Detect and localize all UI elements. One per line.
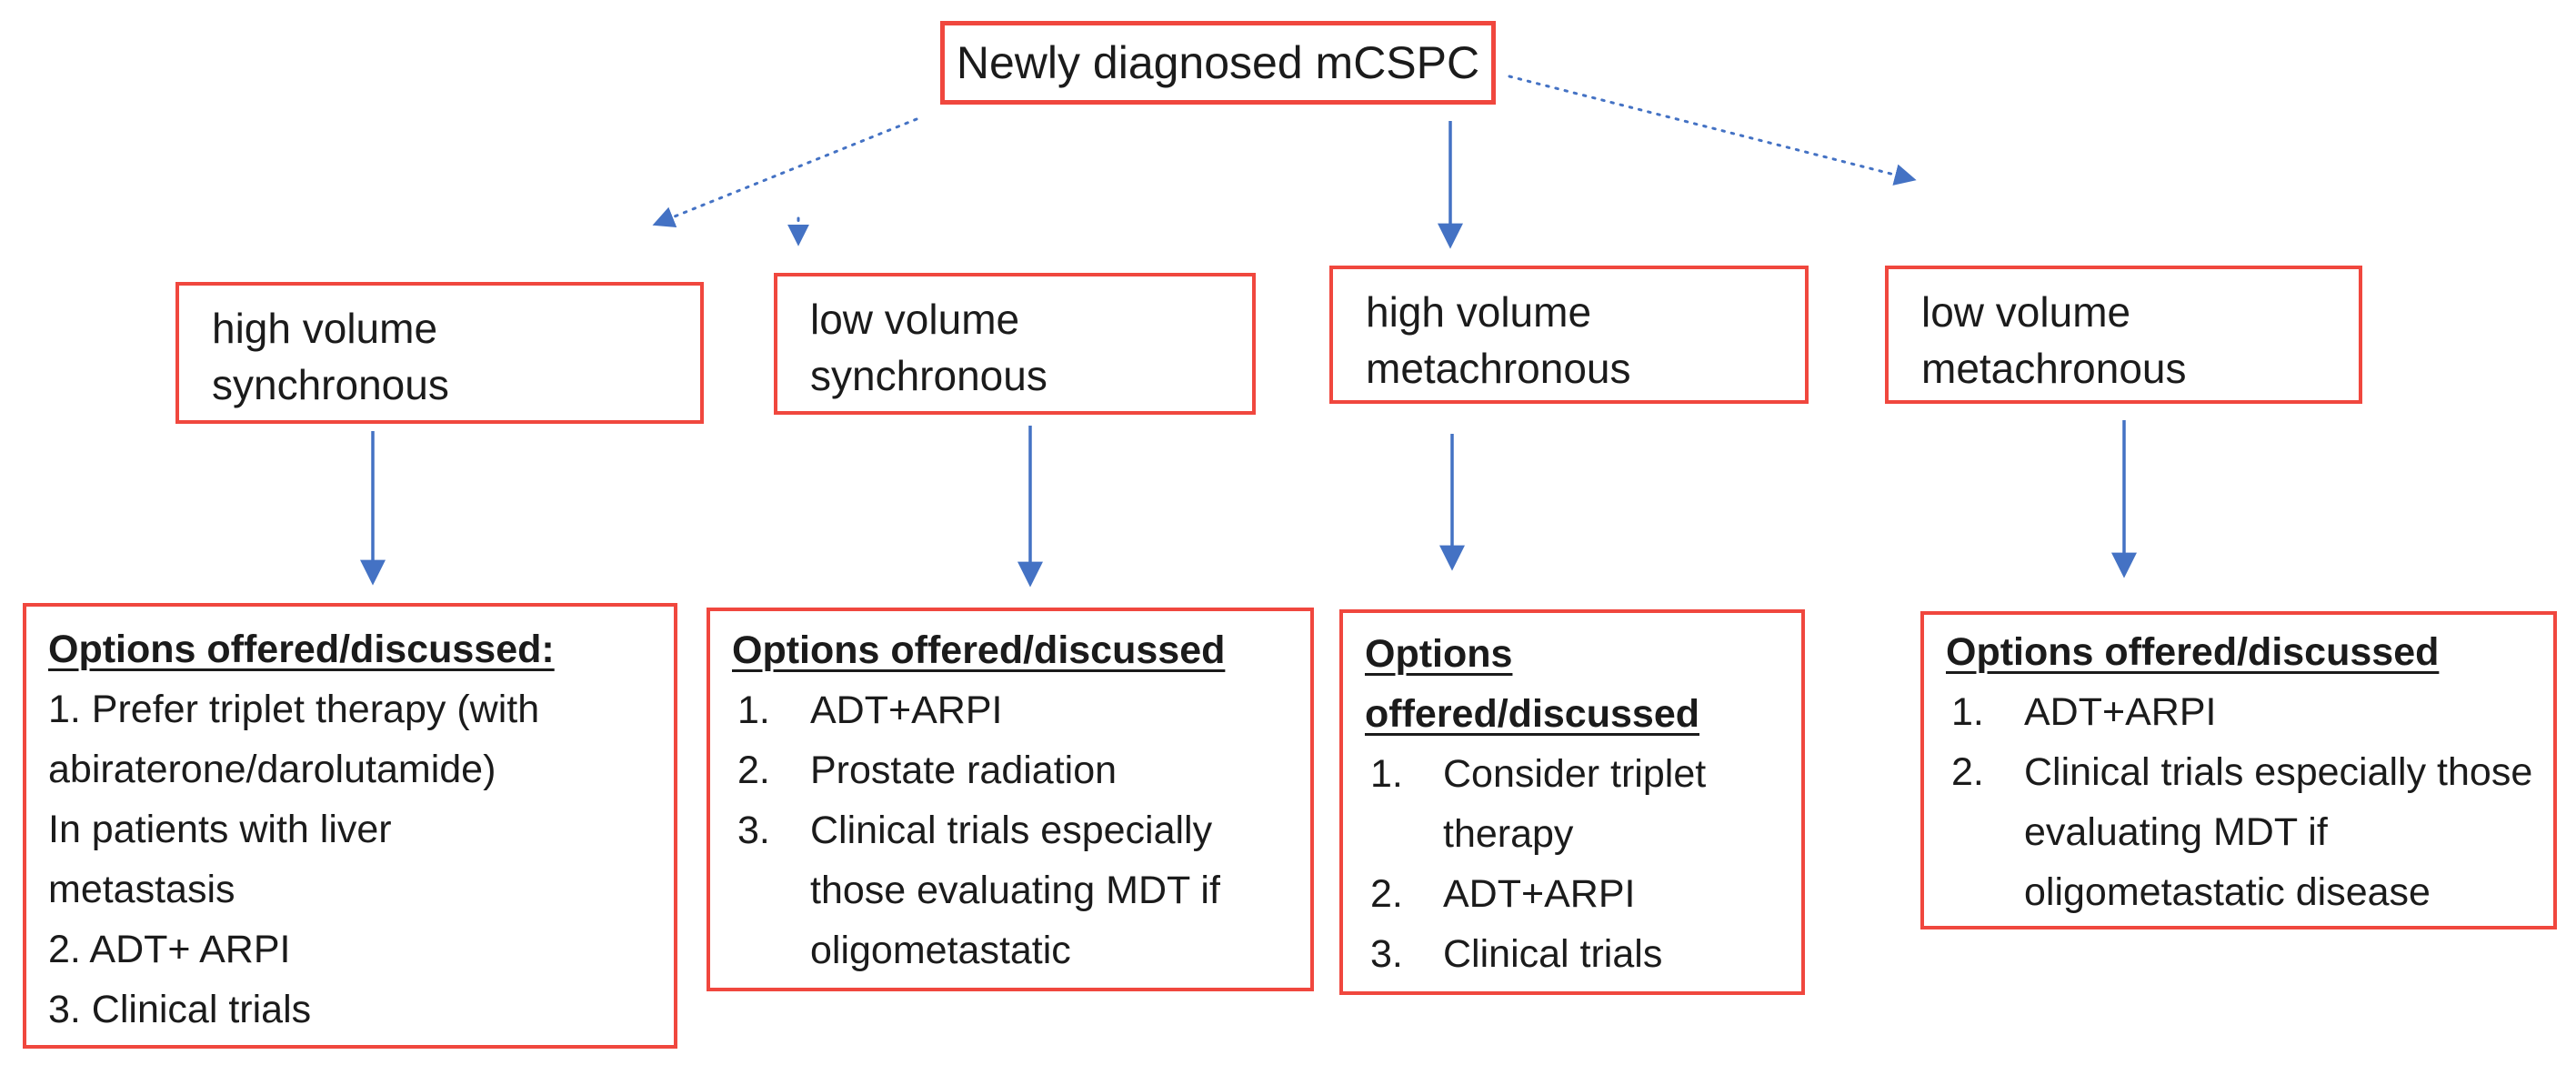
options-item: ADT+ARPI	[1370, 864, 1636, 924]
options-line: metastasis	[48, 868, 236, 911]
options-box-low-volume-synchronous: Options offered/discussed ADT+ARPI Prost…	[707, 608, 1314, 991]
node-low-volume-metachronous: low volume metachronous	[1885, 266, 2362, 404]
options-box-low-volume-metachronous: Options offered/discussed ADT+ARPI Clini…	[1920, 611, 2557, 929]
options-item: Clinical trials especially those evaluat…	[737, 800, 1220, 972]
options-line: 1. Prefer triplet therapy (with	[48, 688, 540, 731]
node-newly-diagnosed-mcspc: Newly diagnosed mCSPC	[940, 21, 1496, 105]
options-box-high-volume-synchronous: Options offered/discussed: 1. Prefer tri…	[23, 603, 677, 1049]
node-label: Newly diagnosed mCSPC	[956, 37, 1480, 88]
options-heading: Options offered/discussed	[732, 628, 1226, 672]
node-high-volume-metachronous: high volume metachronous	[1329, 266, 1809, 404]
node-low-volume-synchronous: low volume synchronous	[774, 273, 1256, 415]
node-label-line: high volume	[212, 305, 438, 352]
options-line: 2. ADT+ ARPI	[48, 928, 291, 971]
options-line: 3. Clinical trials	[48, 988, 312, 1031]
node-label-line: synchronous	[212, 361, 449, 408]
options-item: Consider triplet therapy	[1370, 744, 1707, 856]
options-list: Consider triplet therapy ADT+ARPI Clinic…	[1365, 744, 1789, 984]
options-line: In patients with liver	[48, 808, 392, 851]
options-line: abiraterone/darolutamide)	[48, 748, 496, 791]
node-label-line: synchronous	[810, 352, 1047, 399]
node-label-line: low volume	[1921, 288, 2131, 336]
options-item: ADT+ARPI	[737, 680, 1003, 740]
options-box-high-volume-metachronous: Options offered/discussed Consider tripl…	[1339, 609, 1805, 995]
node-label-line: high volume	[1366, 288, 1592, 336]
options-list: ADT+ARPI Prostate radiation Clinical tri…	[732, 680, 1298, 980]
options-item: Clinical trials especially those evaluat…	[1951, 742, 2533, 914]
node-high-volume-synchronous: high volume synchronous	[175, 282, 704, 424]
options-heading: Options offered/discussed	[1365, 632, 1699, 736]
options-heading: Options offered/discussed	[1946, 630, 2440, 674]
arrow-root-to-high-volume-synchronous	[652, 117, 918, 227]
node-label-line: metachronous	[1921, 345, 2187, 392]
options-item: ADT+ARPI	[1951, 682, 2217, 742]
options-item: Clinical trials	[1370, 924, 1663, 984]
node-label-line: low volume	[810, 296, 1020, 343]
options-item: Prostate radiation	[737, 740, 1118, 800]
options-list: ADT+ARPI Clinical trials especially thos…	[1946, 682, 2541, 922]
node-label-line: metachronous	[1366, 345, 1631, 392]
arrow-root-to-low-volume-metachronous	[1508, 75, 1917, 186]
options-heading: Options offered/discussed:	[48, 628, 555, 671]
